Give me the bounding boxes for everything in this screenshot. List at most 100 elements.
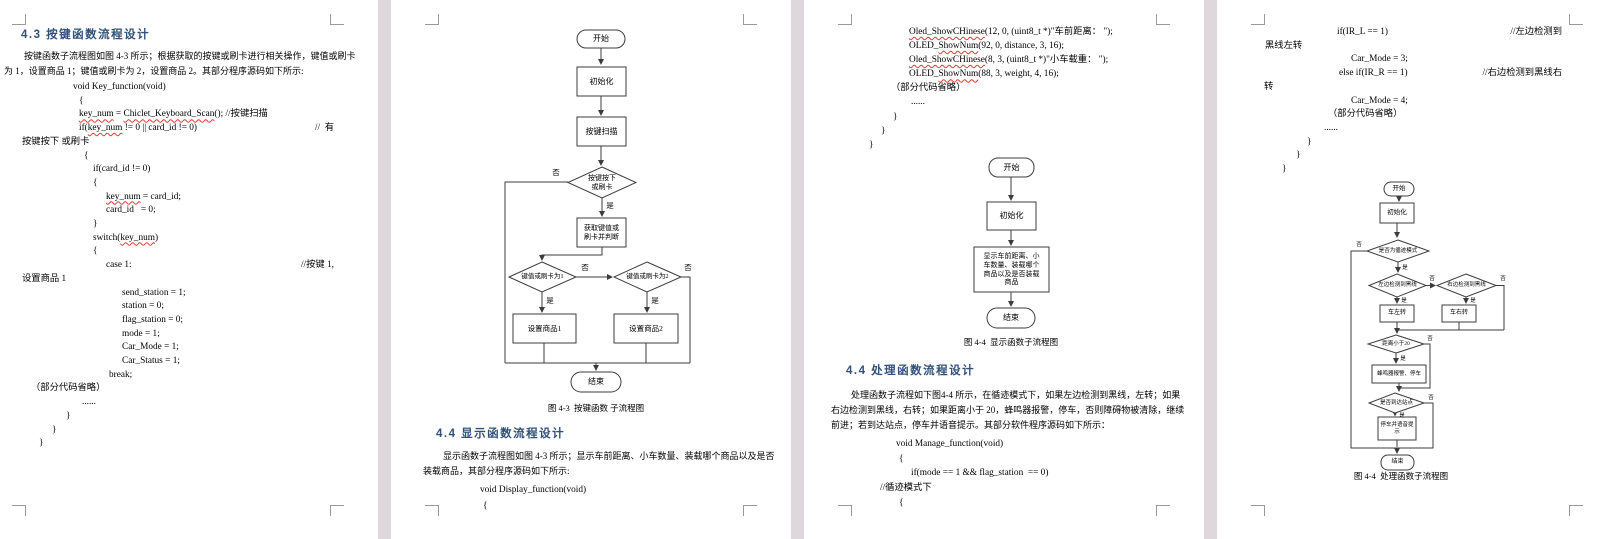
code-line: } — [39, 438, 44, 449]
code-line: switch(key_num) — [93, 232, 159, 243]
fc3-decision-tracking-mode: 是否为循迹模式 — [1378, 247, 1418, 254]
code-line: card_id = 0; — [106, 205, 156, 216]
code-line: ...... — [82, 397, 96, 408]
paragraph-line: 装载商品，其部分程序源码如下所示: — [423, 466, 570, 476]
fc1-init-node: 初始化 — [589, 76, 614, 86]
paragraph-line: 右边检测到黑线，右转；如果距离小于 20，蜂鸣器报警，停车，否则障碍物被清除，继… — [831, 405, 1185, 415]
code-line: } — [66, 410, 71, 421]
code-line: void Key_function(void) — [73, 82, 166, 92]
yes-label: 是 — [1470, 297, 1476, 304]
crop-mark — [1251, 14, 1265, 25]
page-3[interactable]: Oled_ShowCHinese(12, 0, (uint8_t *)"车前距离… — [804, 0, 1204, 539]
page-4[interactable]: if(IR_L == 1)//左边检测到 黑线左转 Car_Mode = 3; … — [1217, 0, 1611, 539]
code-line: station = 0; — [122, 301, 164, 312]
paragraph-line: 处理函数子流程如下图4-4 所示，在循迹模式下，如果左边检测到黑线，左转；如果 — [851, 390, 1181, 400]
code-line: 转 — [1264, 81, 1274, 92]
code-line: key_num = card_id; — [106, 191, 181, 202]
code-line: OLED_ShowNum(88, 3, weight, 4, 16); — [909, 69, 1059, 80]
code-line: Car_Mode = 1; — [122, 342, 179, 353]
code-line: break; — [109, 369, 133, 380]
crop-mark — [330, 14, 344, 25]
code-line: （部分代码省略） — [891, 83, 966, 94]
yes-label: 是 — [1402, 264, 1408, 271]
fc1-set-product1-node: 设置商品1 — [527, 323, 562, 333]
fc2-end-node: 结束 — [1003, 313, 1019, 323]
code-line: mode = 1; — [122, 328, 160, 339]
code-line: } — [869, 139, 874, 150]
code-line: Car_Status = 1; — [122, 356, 180, 367]
fc3-end-node: 结束 — [1391, 458, 1404, 465]
crop-mark — [425, 14, 439, 25]
code-line: } — [1282, 164, 1287, 175]
section-heading: 4.4 显示函数流程设计 — [436, 428, 566, 440]
code-line: { — [84, 150, 89, 161]
fc1-decision-value1: 键值或刷卡为1 — [521, 273, 564, 281]
paragraph: 显示函数子流程图如图 4-3 所示；显示车前距离、小车数量、装载哪个商品以及是否… — [423, 449, 775, 479]
code-line: if(mode == 1 && flag_station == 0) — [911, 468, 1049, 479]
fc1-decision-value2: 键值或刷卡为2 — [626, 273, 669, 281]
code-line: send_station = 1; — [122, 287, 186, 298]
code-line: { — [93, 246, 98, 257]
fc1-scan-node: 按键扫描 — [585, 126, 618, 136]
crop-mark — [12, 505, 26, 516]
code-line: { — [899, 497, 904, 508]
code-line: Oled_ShowCHinese(12, 0, (uint8_t *)"车前距离… — [909, 27, 1113, 37]
paragraph: 处理函数子流程如下图4-4 所示，在循迹模式下，如果左边检测到黑线，左转；如果 … — [831, 388, 1184, 433]
crop-mark — [838, 14, 852, 25]
code-line: Oled_ShowCHinese(8, 3, (uint8_t *)"小车载重：… — [909, 55, 1109, 66]
crop-mark — [425, 505, 439, 516]
paragraph-line: 前进；若到达站点，停车并语音提示。其部分软件程序源码如下所示： — [831, 420, 1111, 430]
yes-label: 是 — [546, 296, 554, 306]
yes-label: 是 — [651, 296, 659, 306]
fc3-turn-left-node: 车左转 — [1387, 309, 1406, 316]
code-line: else if(IR_R == 1)//右边检测到黑线右 — [1339, 68, 1562, 79]
fc2-display-node: 显示车前距离、小 车数量、装载哪个 商品以及是否装载 商品 — [983, 252, 1040, 287]
crop-mark — [743, 14, 757, 25]
crop-mark — [1569, 14, 1583, 25]
page-1[interactable]: 4.3 按键函数流程设计 按键函数子流程图如图 4-3 所示；根据获取的按键或刷… — [0, 0, 378, 539]
code-line: flag_station = 0; — [122, 314, 184, 325]
crop-mark — [743, 505, 757, 516]
figure-caption: 图 4-4 显示函数子流程图 — [963, 337, 1059, 347]
code-line: Car_Mode = 3; — [1351, 54, 1408, 65]
fc3-decision-right-black-line: 右边检测到黑线 — [1447, 282, 1486, 289]
section-heading: 4.4 处理函数流程设计 — [846, 365, 976, 377]
code-line: } — [93, 219, 98, 230]
paragraph-line: 显示函数子流程图如图 4-3 所示；显示车前距离、小车数量、装载哪个商品以及是否 — [443, 451, 775, 461]
fc3-init-node: 初始化 — [1387, 209, 1407, 217]
crop-mark — [12, 14, 26, 25]
code-line: } — [1307, 136, 1312, 147]
code-line: ...... — [1324, 122, 1338, 133]
code-line: Car_Mode = 4; — [1351, 95, 1408, 106]
code-line: //循迹模式下 — [880, 483, 932, 494]
no-label: 否 — [1428, 394, 1434, 401]
yes-label: 是 — [1400, 355, 1406, 362]
code-block: void Manage_function(void) { if(mode == … — [804, 437, 1164, 511]
code-line: { — [79, 95, 84, 106]
no-label: 否 — [1500, 275, 1506, 282]
page-2[interactable]: 开始 初始化 按键扫描 按键按下 或刷卡 获取键值或 刷卡并判断 键值或刷卡为1… — [391, 0, 791, 539]
no-label: 否 — [1356, 241, 1362, 248]
crop-mark — [330, 505, 344, 516]
code-line: } — [881, 125, 886, 136]
fc3-stop-voice-node: 停车并语音提 示 — [1380, 421, 1414, 435]
code-line: } — [893, 111, 898, 122]
fc3-decision-distance: 距离小于20 — [1382, 340, 1410, 347]
fc1-start-node: 开始 — [593, 34, 609, 44]
fc3-start-node: 开始 — [1392, 185, 1406, 193]
figure-caption: 图 4-4 处理函数子流程图 — [1353, 471, 1449, 481]
code-block: void Display_function(void) { — [391, 483, 751, 514]
paragraph-line: 按键函数子流程图如图 4-3 所示；根据获取的按键或刷卡进行相关操作，键值或刷卡 — [24, 51, 356, 61]
no-label: 否 — [552, 168, 560, 178]
no-label: 否 — [1427, 335, 1433, 342]
code-line: } — [52, 424, 57, 435]
code-line: } — [1296, 150, 1301, 161]
crop-mark — [838, 505, 852, 516]
crop-mark — [1569, 505, 1583, 516]
code-line: 按键按下 或刷卡 — [22, 136, 90, 147]
crop-mark — [1156, 505, 1170, 516]
code-line: OLED_ShowNum(92, 0, distance, 3, 16); — [909, 41, 1064, 52]
crop-mark — [1156, 14, 1170, 25]
code-line: void Manage_function(void) — [896, 439, 1004, 449]
code-line: ...... — [911, 97, 925, 108]
